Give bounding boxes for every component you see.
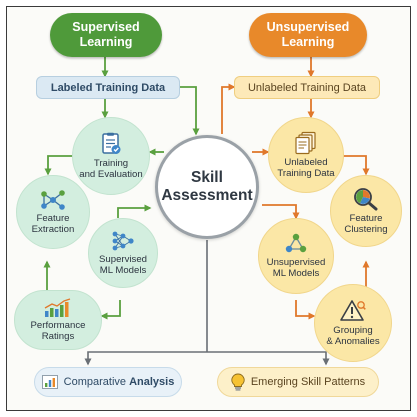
node-grouping-anomalies: Grouping & Anomalies bbox=[314, 284, 392, 362]
analysis-bold: Analysis bbox=[129, 376, 175, 388]
unlabeled-training-data-label: Unlabeled Training Data bbox=[247, 81, 367, 94]
skill-assessment-title: Skill Assessment bbox=[161, 169, 253, 204]
unsupervised-header-line1: Unsupervised bbox=[266, 20, 350, 34]
supervised-header-line2: Learning bbox=[79, 35, 133, 49]
supervised-ml-models-label: Supervised ML Models bbox=[99, 253, 147, 277]
cluster-nodes-icon bbox=[285, 233, 307, 252]
labeled-training-data-bar: Labeled Training Data bbox=[36, 76, 180, 99]
checklist-icon bbox=[102, 132, 121, 154]
node-feature-extraction: Feature Extraction bbox=[16, 175, 90, 249]
supervised-header-line1: Supervised bbox=[72, 20, 140, 34]
unlabeled-training-data-node-label: Unlabeled Training Data bbox=[277, 156, 335, 180]
arrow-ml-models-to-center bbox=[117, 204, 152, 218]
magnifier-pie-icon bbox=[354, 187, 378, 210]
feature-extraction-label: Feature Extraction bbox=[31, 212, 75, 236]
connector-bottom-left bbox=[84, 351, 207, 366]
comparative-analysis-label: Comparative Analysis bbox=[64, 376, 175, 388]
arrow-training-to-feature-extraction bbox=[44, 155, 75, 176]
documents-icon bbox=[295, 131, 316, 154]
arrow-ml-models-to-performance bbox=[100, 300, 121, 320]
node-unsupervised-ml-models: Unsupervised ML Models bbox=[258, 218, 334, 294]
unsupervised-learning-header: Unsupervised Learning bbox=[249, 13, 367, 57]
node-unlabeled-training-data: Unlabeled Training Data bbox=[268, 117, 344, 193]
arrow-center-to-unlabeled-bar bbox=[221, 83, 236, 134]
performance-ratings-label: Performance Ratings bbox=[30, 319, 86, 343]
lightbulb-icon bbox=[231, 373, 245, 391]
node-performance-ratings: Performance Ratings bbox=[14, 290, 102, 350]
feature-clustering-label: Feature Clustering bbox=[344, 212, 388, 236]
node-training-evaluation: Training and Evaluation bbox=[72, 117, 150, 195]
unlabeled-training-data-bar: Unlabeled Training Data bbox=[234, 76, 380, 99]
arrow-data-to-clustering bbox=[337, 155, 370, 176]
supervised-learning-header: Supervised Learning bbox=[50, 13, 162, 57]
arrow-unsup-models-to-grouping bbox=[295, 300, 316, 320]
warning-icon bbox=[340, 299, 366, 321]
training-evaluation-label: Training and Evaluation bbox=[79, 157, 143, 181]
arrow-labeled-bar-to-center bbox=[180, 86, 200, 136]
connector-bottom-right bbox=[207, 351, 330, 366]
neural-network-icon bbox=[112, 231, 134, 250]
unsupervised-ml-models-label: Unsupervised ML Models bbox=[266, 256, 326, 280]
grouping-anomalies-label: Grouping & Anomalies bbox=[326, 324, 380, 348]
node-supervised-ml-models: Supervised ML Models bbox=[88, 218, 158, 288]
labeled-training-data-label: Labeled Training Data bbox=[50, 81, 166, 94]
mini-chart-icon bbox=[41, 375, 58, 389]
skill-assessment-hub: Skill Assessment bbox=[155, 135, 259, 239]
emerging-skill-patterns-box: Emerging Skill Patterns bbox=[217, 367, 379, 397]
emerging-skill-patterns-label: Emerging Skill Patterns bbox=[250, 376, 366, 388]
node-feature-clustering: Feature Clustering bbox=[330, 175, 402, 247]
arrow-center-to-unsup-models bbox=[262, 204, 300, 220]
comparative-analysis-box: Comparative Analysis bbox=[34, 367, 182, 397]
comparative-prefix: Comparative bbox=[63, 376, 130, 388]
network-icon bbox=[41, 189, 65, 210]
bar-chart-icon bbox=[44, 297, 71, 317]
unsupervised-header-line2: Learning bbox=[281, 35, 335, 49]
